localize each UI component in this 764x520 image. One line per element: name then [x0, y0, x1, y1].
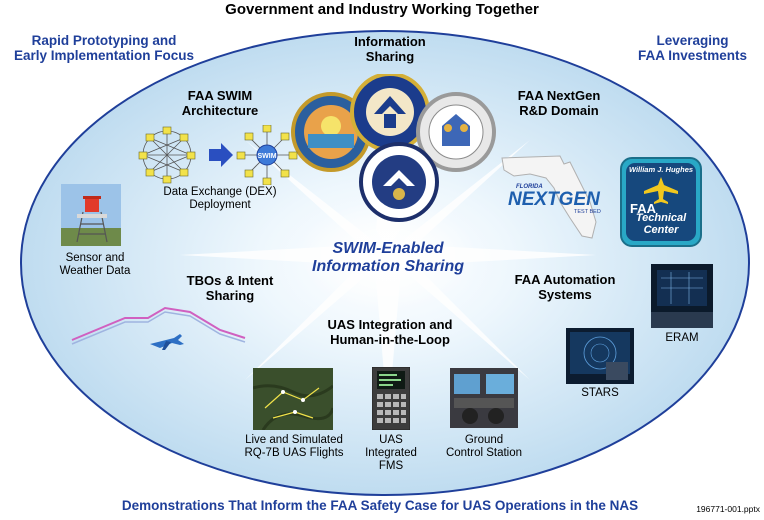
nextgen-florida-label: FLORIDA: [516, 184, 543, 190]
nextgen-domain-line-1: FAA NextGen: [517, 88, 601, 103]
dex-caption-line-1: Data Exchange (DEX): [163, 186, 277, 198]
swim-hub-label: SWIM: [257, 153, 276, 160]
gcs-caption-line-1: Ground: [464, 434, 504, 446]
sensor-caption: Sensor and Weather Data: [45, 252, 145, 278]
information-sharing-line-1: Information: [354, 34, 426, 49]
information-sharing-heading: Information Sharing: [330, 34, 450, 64]
radar-scope-icon: [566, 328, 634, 384]
nextgen-testbed-label: TEST BED: [574, 209, 601, 215]
sensor-caption-line-1: Sensor and: [65, 252, 125, 264]
seal-icon: [291, 92, 371, 172]
fms-panel-icon: [372, 367, 410, 430]
tech-center-faa: FAA: [630, 201, 656, 216]
nextgen-wordmark: NEXTGEN: [508, 189, 600, 210]
seal-icon: [416, 92, 496, 172]
uas-integration-line-2: Human-in-the-Loop: [330, 331, 450, 347]
left-banner: Rapid Prototyping and Early Implementati…: [4, 33, 204, 63]
tech-center-name: Technical Center: [622, 212, 700, 236]
uas-integration-line-1: UAS Integration and: [327, 317, 453, 332]
automation-systems-line-1: FAA Automation: [514, 272, 616, 287]
control-station-icon: [450, 368, 518, 428]
fms-caption-line-1: UAS: [379, 434, 403, 446]
radar-tower-icon: [61, 184, 121, 246]
fms-caption-line-2: Integrated: [365, 446, 417, 459]
tbos-line-1: TBOs & Intent: [186, 273, 274, 288]
map-display-icon: [253, 368, 333, 430]
nextgen-domain-line-2: R&D Domain: [519, 102, 599, 118]
doc-id: 196771-001.pptx: [696, 504, 760, 514]
center-label-line-1: SWIM-Enabled: [332, 240, 444, 257]
live-sim-caption: Live and Simulated RQ-7B UAS Flights: [232, 434, 356, 460]
automation-systems-line-2: Systems: [538, 286, 592, 302]
right-banner: Leveraging FAA Investments: [625, 33, 760, 63]
sensor-caption-line-2: Weather Data: [59, 264, 131, 277]
airplane-icon: [644, 177, 678, 204]
tech-center-top-label: William J. Hughes: [628, 165, 694, 174]
fms-caption-line-3: FMS: [378, 459, 404, 472]
nextgen-domain-heading: FAA NextGen R&D Domain: [494, 88, 624, 118]
swim-network-icon: SWIM: [138, 125, 298, 185]
left-banner-line-2: Early Implementation Focus: [13, 48, 195, 64]
live-sim-caption-line-1: Live and Simulated: [245, 434, 343, 446]
live-sim-caption-line-2: RQ-7B UAS Flights: [244, 446, 344, 459]
eram-caption: ERAM: [665, 332, 699, 344]
flight-path-icon: [71, 306, 246, 350]
swim-architecture-line-1: FAA SWIM: [187, 88, 253, 103]
tech-center-line-2: Center: [643, 223, 679, 236]
center-label-line-2: Information Sharing: [312, 257, 464, 275]
dex-caption-line-2: Deployment: [189, 198, 251, 211]
seal-icon: [359, 142, 439, 222]
left-banner-line-1: Rapid Prototyping and: [31, 33, 177, 48]
gcs-caption: Ground Control Station: [432, 434, 536, 460]
tbos-heading: TBOs & Intent Sharing: [160, 273, 300, 303]
fms-caption: UAS Integrated FMS: [356, 434, 426, 473]
florida-map-icon: [501, 155, 597, 239]
airplane-icon: [150, 334, 184, 350]
gcs-caption-line-2: Control Station: [445, 446, 523, 459]
dex-caption: Data Exchange (DEX) Deployment: [140, 186, 300, 212]
right-banner-line-2: FAA Investments: [637, 48, 748, 64]
page-title: Government and Industry Working Together: [225, 1, 539, 18]
nextgen-logo: FLORIDA NEXTGEN TEST BED: [508, 184, 618, 215]
tech-center-line-1: Technical: [635, 212, 687, 224]
information-sharing-line-2: Sharing: [365, 48, 415, 64]
swim-architecture-line-2: Architecture: [181, 102, 259, 118]
swim-architecture-heading: FAA SWIM Architecture: [160, 88, 280, 118]
radar-scope-icon: [651, 264, 713, 328]
tech-center-logo: William J. Hughes FAA Technical Center: [620, 157, 702, 247]
bottom-banner: Demonstrations That Inform the FAA Safet…: [121, 498, 639, 513]
center-label: SWIM-Enabled Information Sharing: [258, 240, 518, 276]
automation-systems-heading: FAA Automation Systems: [500, 272, 630, 302]
arrow-right-icon: [209, 143, 233, 167]
government-seals: [291, 74, 496, 222]
tbos-line-2: Sharing: [205, 287, 255, 303]
uas-integration-heading: UAS Integration and Human-in-the-Loop: [310, 317, 470, 347]
right-banner-line-1: Leveraging: [656, 33, 729, 48]
stars-caption: STARS: [581, 387, 619, 399]
